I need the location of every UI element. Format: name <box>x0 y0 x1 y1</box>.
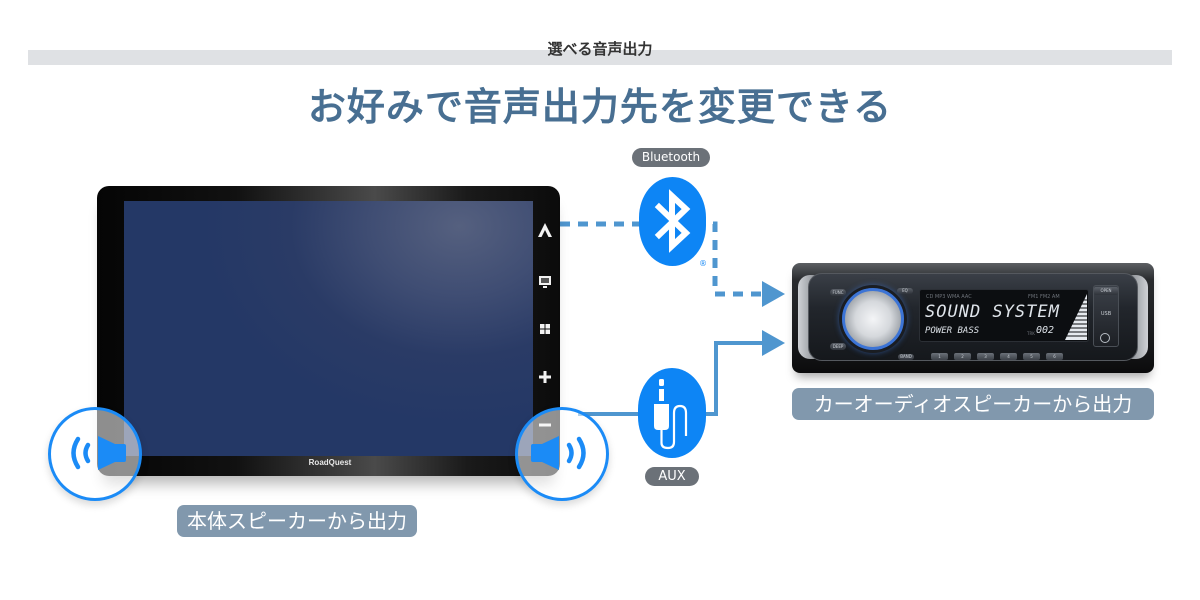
aux-input-jack-icon[interactable] <box>1100 333 1110 343</box>
aux-tag: AUX <box>645 467 699 486</box>
bluetooth-dashed-line-out <box>712 221 762 297</box>
volume-knob[interactable] <box>842 288 904 350</box>
display-format-list: CD MP3 WMA AAC <box>926 294 972 300</box>
display-main-text: SOUND SYSTEM <box>925 302 1060 322</box>
speaker-icon <box>71 436 126 470</box>
display-track-label: TRK <box>1027 331 1035 336</box>
preset-button-5[interactable]: 5 <box>1023 353 1040 360</box>
deep-button[interactable]: DEEP <box>830 343 846 350</box>
level-meter-icon <box>1065 294 1087 340</box>
eq-button[interactable]: EQ <box>897 288 913 294</box>
bluetooth-badge <box>639 177 706 266</box>
section-bar <box>28 50 1172 65</box>
display-track-number: 002 <box>1036 325 1055 336</box>
left-speaker <box>48 407 142 501</box>
usb-port[interactable]: USB <box>1100 311 1112 317</box>
registered-mark: ® <box>699 259 707 268</box>
monitor-screen <box>124 201 533 456</box>
brand-logo: RoadQuest <box>308 458 352 467</box>
section-label: 選べる音声出力 <box>0 38 1200 60</box>
speaker-icon <box>531 436 586 470</box>
bluetooth-tag: Bluetooth <box>632 148 710 167</box>
open-button[interactable]: OPEN <box>1094 287 1118 295</box>
grid-icon[interactable] <box>535 323 555 335</box>
nav-a-icon[interactable] <box>535 222 555 238</box>
band-button[interactable]: BAND <box>898 354 914 360</box>
preset-button-6[interactable]: 6 <box>1046 353 1063 360</box>
built-in-speaker-caption: 本体スピーカーから出力 <box>177 505 417 537</box>
display-band-list: FM1 FM2 AM <box>1028 294 1060 300</box>
car-speaker-caption: カーオーディオスピーカーから出力 <box>792 388 1154 420</box>
bluetooth-icon <box>654 189 691 253</box>
stereo-display: CD MP3 WMA AAC FM1 FM2 AM SOUND SYSTEM P… <box>919 289 1089 342</box>
preset-button-3[interactable]: 3 <box>977 353 994 360</box>
preset-button-2[interactable]: 2 <box>954 353 971 360</box>
preset-button-1[interactable]: 1 <box>931 353 948 360</box>
aux-badge <box>638 368 706 458</box>
display-icon[interactable] <box>535 275 555 289</box>
right-speaker <box>515 407 609 501</box>
volume-up-icon[interactable] <box>535 370 555 384</box>
func-button[interactable]: FUNC <box>830 289 846 296</box>
section-label-text: 選べる音声出力 <box>547 40 653 58</box>
display-sub-text: POWER BASS <box>925 326 980 336</box>
preset-button-4[interactable]: 4 <box>1000 353 1017 360</box>
page-title: お好みで音声出力先を変更できる <box>307 85 893 129</box>
aux-line-out <box>706 341 762 416</box>
audio-jack-icon <box>654 379 688 450</box>
bluetooth-arrow-icon <box>762 281 785 307</box>
aux-arrow-icon <box>762 330 785 356</box>
